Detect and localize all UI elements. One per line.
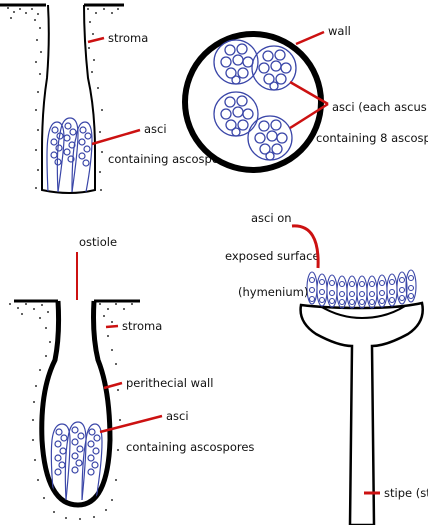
ostiole-label: ostiole [79, 235, 117, 249]
asci-label-top-right: asci (each ascus [332, 100, 427, 114]
stroma-label-bottom-left: stroma [122, 319, 162, 333]
wall-leader [296, 32, 324, 44]
hymenium-asci [307, 270, 416, 308]
bottom-right-panel: asci on exposed surface (hymenium) stipe… [225, 211, 428, 525]
perithecial-wall-label: perithecial wall [126, 376, 213, 390]
bottom-left-panel: ostiole stroma perithecial [9, 235, 254, 520]
stroma-dots-top-left [7, 7, 119, 191]
stroma-leader-top-left [88, 38, 104, 42]
perithecium-outline-top-left [42, 5, 95, 193]
asci-group-bottom-left [51, 422, 102, 500]
hymenium-label-line2: exposed surface [225, 249, 320, 263]
asci-sub-label-top-right: containing 8 ascospor [316, 131, 428, 145]
top-right-panel: wall asci (each ascus containing 8 ascos… [185, 24, 428, 170]
hymenium-label-line3: (hymenium) [238, 285, 308, 299]
hymenium-label-line1: asci on [251, 211, 292, 225]
stroma-leader-bottom-left [106, 326, 118, 327]
asci-group-top-left [47, 118, 92, 192]
stroma-dots-bottom-left [9, 303, 133, 520]
asci-sub-label-bottom-left: containing ascospores [126, 440, 254, 454]
asci-label-bottom-left: asci [166, 409, 189, 423]
cleistothecium-wall [185, 34, 321, 170]
stroma-label-top-left: stroma [108, 31, 148, 45]
asci-label-top-left: asci [144, 122, 167, 136]
stipe-label: stipe (st [384, 486, 428, 500]
wall-label: wall [328, 24, 351, 38]
